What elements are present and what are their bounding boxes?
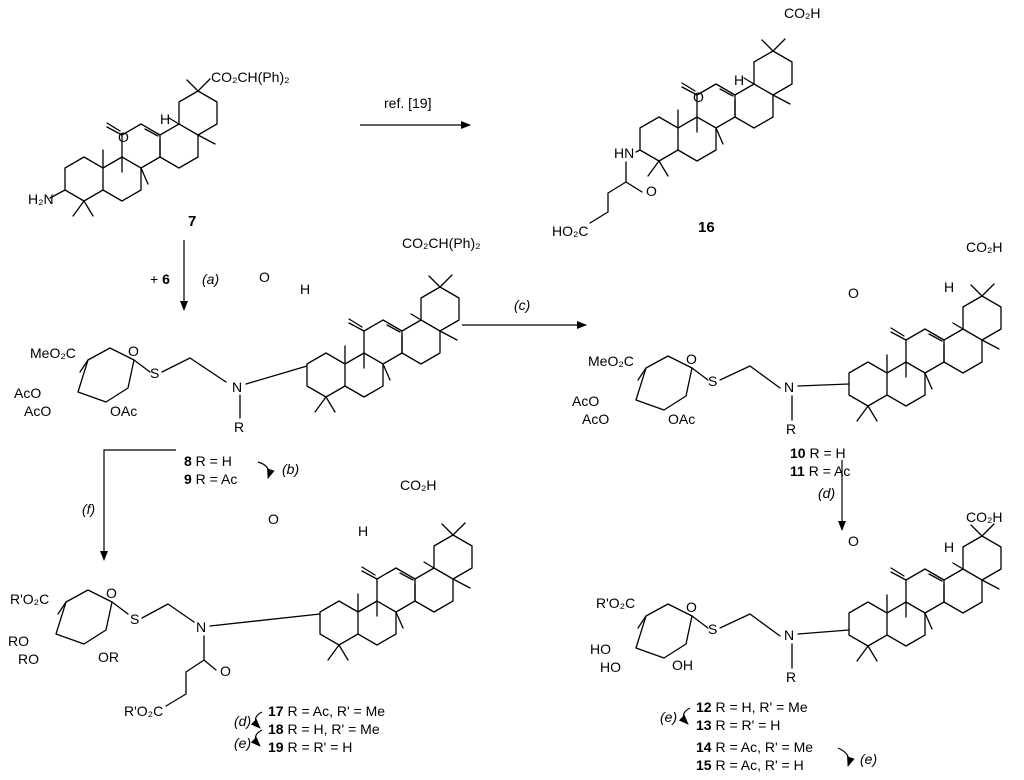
cmp7-ketone: O xyxy=(118,129,129,145)
cmp10-ring-o: O xyxy=(686,351,697,367)
cmp16-acid2: HO₂C xyxy=(552,223,589,239)
step-e3-label: (e) xyxy=(860,751,877,767)
cmp10-ac2: AcO xyxy=(582,411,609,427)
cmp10-line1: 10 R = H xyxy=(790,445,846,461)
step-d1-label: (d) xyxy=(234,713,251,729)
cmp9-line2: 9 R = Ac xyxy=(184,471,237,487)
cmp18-line2: 18 R = H, R' = Me xyxy=(268,721,380,737)
step-c-label: (c) xyxy=(514,297,530,313)
cmp14-line3: 14 R = Ac, R' = Me xyxy=(696,739,813,755)
cmp17-h: H xyxy=(358,523,368,539)
cmp10-n: N xyxy=(784,379,794,395)
cmp19-line3: 19 R = R' = H xyxy=(268,739,352,755)
cmp8-ester: CO₂CH(Ph)₂ xyxy=(402,235,481,251)
cmp8-ac3: OAc xyxy=(110,403,137,419)
compound-10-11: CO₂H O H O MeO₂C AcO AcO OAc S N R 10 R … xyxy=(572,239,1003,479)
cmp7-ester: CO₂CH(Ph)₂ xyxy=(211,69,290,85)
compound-12-15: CO₂H O H O R'O₂C HO HO OH S N R 12 R = H… xyxy=(590,509,1003,773)
arrow-c: (c) xyxy=(462,297,587,329)
cmp17-amide-o: O xyxy=(220,663,231,679)
ref-label: ref. [19] xyxy=(384,95,431,111)
arrow-d-right: (d) xyxy=(818,460,846,531)
compound-17-19: CO₂H O H O R'O₂C RO RO OR S N O R'O₂C 17… xyxy=(8,477,473,755)
step-e1-label: (e) xyxy=(234,735,251,751)
cmp12-ring-o: O xyxy=(686,599,697,615)
cmp12-line1: 12 R = H, R' = Me xyxy=(696,699,808,715)
cmp12-ring-ester: R'O₂C xyxy=(596,595,635,611)
cmp13-line2: 13 R = R' = H xyxy=(696,717,780,733)
cmp8-ac2: AcO xyxy=(24,403,51,419)
cmp16-number: 16 xyxy=(698,219,715,236)
cmp17-side-ester: R'O₂C xyxy=(124,703,163,719)
cmp17-n: N xyxy=(196,619,206,635)
step-b-label: (b) xyxy=(282,461,299,477)
cmp8-n: N xyxy=(232,379,242,395)
compound-8-9: CO₂CH(Ph)₂ O H O MeO₂C AcO AcO OAc S N R… xyxy=(14,235,481,487)
cmp12-s: S xyxy=(708,621,717,637)
cmp10-s: S xyxy=(708,373,717,389)
cmp8-ring-o: O xyxy=(128,343,139,359)
compound-7: CO₂CH(Ph)₂ O H H₂N 7 xyxy=(28,69,290,230)
cmp12-ho1: HO xyxy=(590,641,611,657)
cmp17-acid: CO₂H xyxy=(400,477,437,493)
cmp12-h: H xyxy=(944,539,954,555)
cmp10-ring-ester: MeO₂C xyxy=(588,353,634,369)
cmp10-r: R xyxy=(786,421,796,437)
cmp17-line1: 17 R = Ac, R' = Me xyxy=(268,703,385,719)
step-e2-label: (e) xyxy=(660,709,677,725)
cmp17-ring-ester: R'O₂C xyxy=(10,591,49,607)
step-f-label: (f) xyxy=(82,501,95,517)
cmp7-amine: H₂N xyxy=(28,191,54,207)
cmp12-r: R xyxy=(786,669,796,685)
cmp7-h: H xyxy=(160,111,170,127)
step-a-reagent: + 6 xyxy=(150,271,170,287)
cmp8-ac1: AcO xyxy=(14,385,41,401)
step-d2-label: (d) xyxy=(818,485,835,501)
cmp10-h: H xyxy=(944,279,954,295)
cmp10-ketone: O xyxy=(848,285,859,301)
cmp8-s: S xyxy=(150,365,159,381)
cmp10-acid: CO₂H xyxy=(966,239,1003,255)
cmp7-number: 7 xyxy=(188,213,196,230)
arrow-ref19: ref. [19] xyxy=(360,95,471,129)
cmp11-line2: 11 R = Ac xyxy=(790,463,850,479)
step-a-label: (a) xyxy=(202,271,219,287)
cmp17-ro1: RO xyxy=(8,633,29,649)
cmp17-ro2: RO xyxy=(18,651,39,667)
cmp10-ac1: AcO xyxy=(572,393,599,409)
cmp16-ketone: O xyxy=(693,89,704,105)
cmp17-ketone: O xyxy=(268,511,279,527)
cmp16-amide-o: O xyxy=(646,183,657,199)
cmp12-ketone: O xyxy=(848,533,859,549)
cmp12-ho3: OH xyxy=(672,657,693,673)
cmp8-r: R xyxy=(234,419,244,435)
cmp8-h: H xyxy=(300,281,310,297)
cmp12-acid: CO₂H xyxy=(966,509,1003,525)
cmp16-nh: HN xyxy=(614,145,634,161)
cmp12-n: N xyxy=(784,627,794,643)
cmp17-ro3: OR xyxy=(98,649,119,665)
cmp12-ho2: HO xyxy=(600,659,621,675)
cmp17-ring-o: O xyxy=(106,585,117,601)
cmp16-acid: CO₂H xyxy=(784,5,821,21)
cmp16-h: H xyxy=(734,72,744,88)
arrow-f: (f) xyxy=(82,449,176,561)
compound-16: CO₂H O H HN O HO₂C 16 xyxy=(552,5,821,239)
cmp8-ketone: O xyxy=(259,269,270,285)
cmp15-line4: 15 R = Ac, R' = H xyxy=(696,757,804,773)
arrow-a: + 6 (a) xyxy=(150,240,219,311)
cmp10-ac3: OAc xyxy=(668,411,695,427)
cmp17-s: S xyxy=(130,611,139,627)
cmp8-line1: 8 R = H xyxy=(184,453,232,469)
cmp8-ring-ester: MeO₂C xyxy=(30,345,76,361)
